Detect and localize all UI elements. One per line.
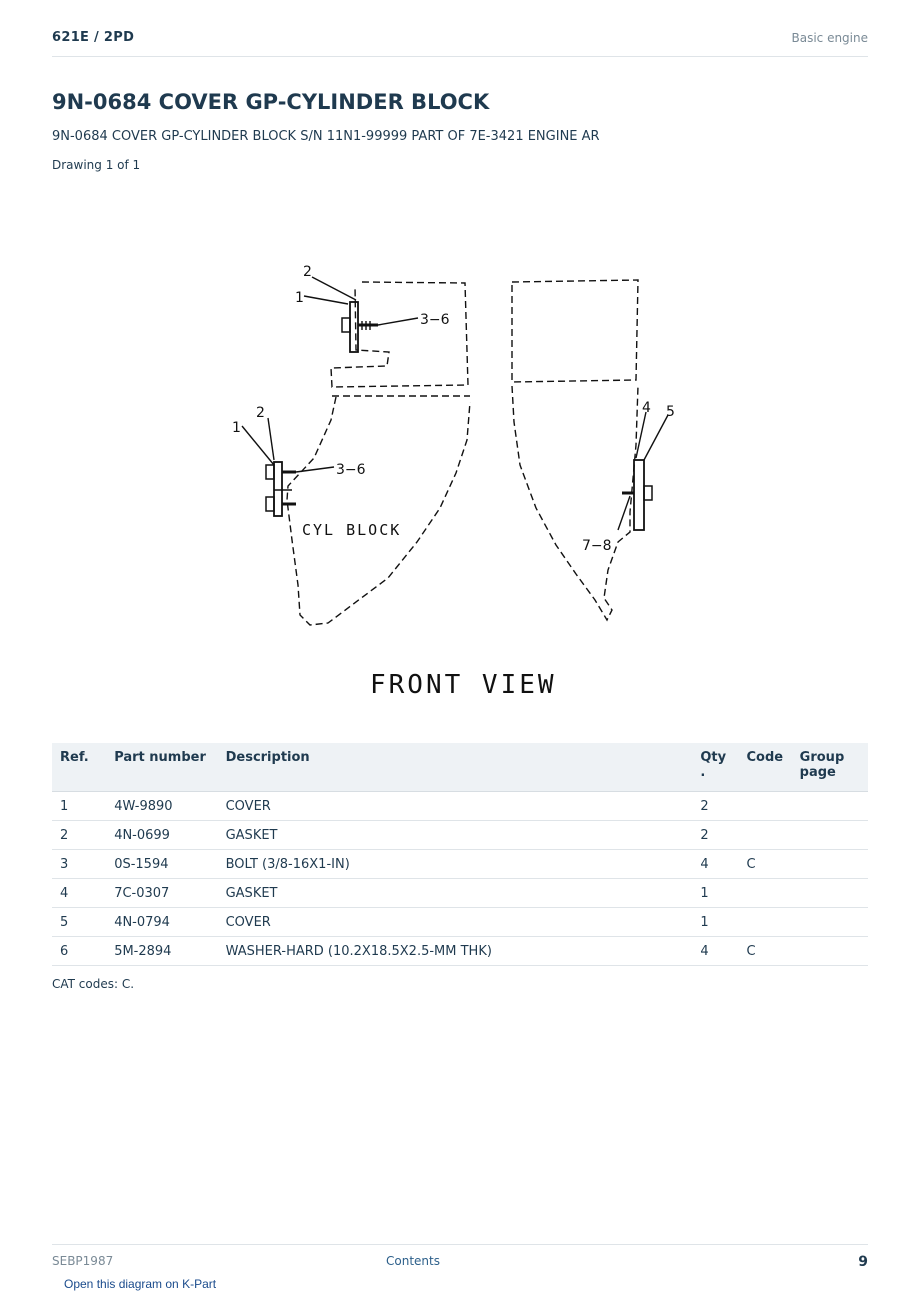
table-row: 4 7C-0307 GASKET 1 <box>52 878 868 908</box>
cell-qty: 2 <box>692 791 739 821</box>
cell-group-page <box>791 791 868 821</box>
cell-description: GASKET <box>217 878 693 908</box>
column-header-description: Description <box>217 743 693 792</box>
table-row: 2 4N-0699 GASKET 2 <box>52 820 868 850</box>
table-row: 1 4W-9890 COVER 2 <box>52 791 868 821</box>
left-lower-outline <box>286 396 471 626</box>
callout-ref-3-6: 3−6 <box>420 312 450 328</box>
model-path: 621E / 2PD <box>52 30 135 45</box>
cell-code <box>738 907 792 937</box>
callout-ref-7-8: 7−8 <box>582 538 612 554</box>
top-header: 621E / 2PD Basic engine <box>52 28 868 57</box>
cell-ref: 6 <box>52 936 107 966</box>
cell-group-page <box>791 936 868 966</box>
contents-link[interactable]: Contents <box>386 1254 440 1268</box>
left-bottom-bolt-b <box>265 496 275 512</box>
cell-code <box>738 878 792 908</box>
cell-description: WASHER-HARD (10.2X18.5X2.5-MM THK) <box>217 936 693 966</box>
cell-group-page <box>791 849 868 879</box>
view-label: FRONT VIEW <box>370 670 557 700</box>
page-title: 9N-0684 COVER GP-CYLINDER BLOCK <box>52 90 490 114</box>
left-top-cover <box>349 301 359 353</box>
column-header-group-page: Group page <box>791 743 868 792</box>
cell-description: COVER <box>217 791 693 821</box>
parts-diagram-svg: 2 1 3−6 2 1 3−6 4 5 7−8 CYL BLOCK FRONT … <box>232 264 675 700</box>
cell-qty: 2 <box>692 820 739 850</box>
cell-code: C <box>738 849 792 879</box>
cell-code <box>738 791 792 821</box>
left-bottom-bolt-a <box>265 464 275 480</box>
cell-description: COVER <box>217 907 693 937</box>
table-row: 5 4N-0794 COVER 1 <box>52 907 868 937</box>
kpart-diagram-link[interactable]: Open this diagram on K-Part <box>64 1277 217 1291</box>
column-header-code: Code <box>738 743 792 792</box>
cell-part-number: 7C-0307 <box>106 878 218 908</box>
callout-ref-3-6: 3−6 <box>336 462 366 478</box>
table-header-row: Ref. Part number Description Qty . Code … <box>52 743 868 792</box>
callout-ref-5: 5 <box>666 404 675 420</box>
cell-qty: 1 <box>692 878 739 908</box>
cell-part-number: 4N-0794 <box>106 907 218 937</box>
cell-part-number: 5M-2894 <box>106 936 218 966</box>
cat-codes-note: CAT codes: C. <box>52 977 135 991</box>
footer: SEBP1987 Contents 9 Open this diagram on… <box>52 1244 868 1291</box>
left-upper-outline <box>330 281 469 388</box>
column-header-qty: Qty . <box>692 743 739 792</box>
document-code: SEBP1987 <box>52 1254 114 1268</box>
callout-ref-1: 1 <box>232 420 241 436</box>
column-header-part-number: Part number <box>106 743 218 792</box>
callout-ref-4: 4 <box>642 400 651 416</box>
cell-ref: 1 <box>52 791 107 821</box>
page-number: 9 <box>858 1254 868 1270</box>
cell-ref: 5 <box>52 907 107 937</box>
column-header-ref: Ref. <box>52 743 107 792</box>
right-upper-outline <box>511 279 639 383</box>
cell-part-number: 4N-0699 <box>106 820 218 850</box>
cell-description: GASKET <box>217 820 693 850</box>
section-name: Basic engine <box>791 31 868 45</box>
cell-ref: 4 <box>52 878 107 908</box>
parts-diagram: 2 1 3−6 2 1 3−6 4 5 7−8 CYL BLOCK FRONT … <box>52 190 868 720</box>
table-row: 3 0S-1594 BOLT (3/8-16X1-IN) 4 C <box>52 849 868 879</box>
page: 621E / 2PD Basic engine 9N-0684 COVER GP… <box>52 0 868 1300</box>
right-bolt <box>643 485 653 501</box>
cell-part-number: 0S-1594 <box>106 849 218 879</box>
cell-group-page <box>791 878 868 908</box>
right-lower-outline <box>511 385 639 622</box>
left-top-bolt <box>341 317 351 333</box>
cell-qty: 4 <box>692 936 739 966</box>
page-subtitle: 9N-0684 COVER GP-CYLINDER BLOCK S/N 11N1… <box>52 129 600 144</box>
cell-ref: 2 <box>52 820 107 850</box>
table-row: 6 5M-2894 WASHER-HARD (10.2X18.5X2.5-MM … <box>52 936 868 966</box>
cell-qty: 1 <box>692 907 739 937</box>
cell-part-number: 4W-9890 <box>106 791 218 821</box>
cell-group-page <box>791 820 868 850</box>
callout-ref-2: 2 <box>256 405 265 421</box>
drawing-count: Drawing 1 of 1 <box>52 158 141 172</box>
block-label: CYL BLOCK <box>302 521 401 539</box>
cell-ref: 3 <box>52 849 107 879</box>
cell-group-page <box>791 907 868 937</box>
cell-qty: 4 <box>692 849 739 879</box>
cell-code: C <box>738 936 792 966</box>
callout-ref-2: 2 <box>303 264 312 280</box>
cell-description: BOLT (3/8-16X1-IN) <box>217 849 693 879</box>
parts-table: Ref. Part number Description Qty . Code … <box>52 743 868 966</box>
callout-ref-1: 1 <box>295 290 304 306</box>
cell-code <box>738 820 792 850</box>
left-bottom-cover <box>273 461 283 517</box>
right-cover <box>633 459 645 531</box>
